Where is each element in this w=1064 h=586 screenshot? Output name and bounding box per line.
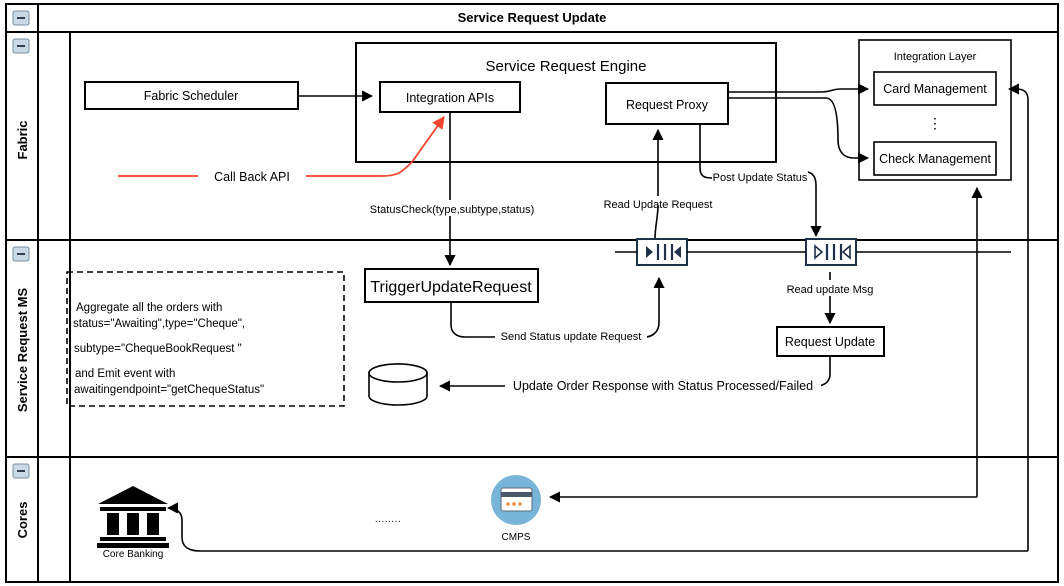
note-line-1: Aggregate all the orders with xyxy=(76,302,222,314)
edge-post-update-status-seg1 xyxy=(699,124,713,179)
edge-cmps-return-to-card-management xyxy=(1007,83,1029,551)
lane-collapse-button-fabric[interactable] xyxy=(12,38,30,54)
lane-collapse-button-cores[interactable] xyxy=(12,463,30,479)
edge-label-update-order-response: Update Order Response with Status Proces… xyxy=(513,379,813,393)
statuscheck-label-bg xyxy=(364,200,540,216)
note-line-5: awaitingendpoint="getChequeStatus" xyxy=(74,384,264,396)
database-cylinder-icon[interactable] xyxy=(368,363,428,406)
integration-layer-title: Integration Layer xyxy=(894,51,977,63)
fabric-scheduler-box[interactable] xyxy=(84,81,299,110)
header-collapse-button[interactable] xyxy=(12,10,30,26)
message-queue-icon-right[interactable] xyxy=(805,238,857,266)
lane-label-cores: Cores xyxy=(15,502,30,539)
edge-label-call-back-api-text: Call Back API xyxy=(214,170,290,184)
cmps-label: CMPS xyxy=(502,532,531,543)
request-update-box[interactable] xyxy=(776,326,885,357)
card-management-label: Card Management xyxy=(883,82,987,96)
cores-ellipsis-icon: ........ xyxy=(375,514,401,525)
request-proxy-box[interactable] xyxy=(605,82,729,125)
check-management-box[interactable] xyxy=(873,141,997,176)
lane-collapse-button-service-request-ms[interactable] xyxy=(12,246,30,262)
aggregate-note-box xyxy=(66,271,345,407)
update-order-label-bg xyxy=(505,376,821,393)
note-line-2: status="Awaiting",type="Cheque", xyxy=(73,318,245,330)
lane-dividers xyxy=(6,32,1058,582)
trigger-update-request-box[interactable] xyxy=(364,268,539,303)
edge-label-read-update-msg: Read update Msg xyxy=(787,284,874,296)
integration-apis-box[interactable] xyxy=(379,81,521,113)
integration-layer-ellipsis-icon: ⋮ xyxy=(928,115,942,131)
service-request-engine-title: Service Request Engine xyxy=(486,58,647,75)
read-update-msg-bg xyxy=(778,280,884,296)
edge-label-status-check: StatusCheck(type,subtype,status) xyxy=(370,204,534,216)
callback-label-bg xyxy=(198,168,306,184)
edge-label-post-update-status: Post Update Status xyxy=(713,172,808,184)
edge-read-update-request-tail xyxy=(654,204,659,241)
edge-label-send-status-update-request: Send Status update Request xyxy=(501,331,642,343)
trigger-update-request-label: TriggerUpdateRequest xyxy=(370,279,532,296)
bank-icon[interactable] xyxy=(97,486,169,548)
edge-to-core-banking xyxy=(166,502,1028,552)
note-line-3: subtype="ChequeBookRequest " xyxy=(74,343,242,355)
card-management-box[interactable] xyxy=(873,71,997,106)
request-proxy-label: Request Proxy xyxy=(626,98,709,112)
lane-label-service-request-ms: Service Request MS xyxy=(15,288,30,413)
send-status-label-bg xyxy=(495,327,647,343)
fabric-scheduler-label: Fabric Scheduler xyxy=(144,89,239,103)
note-line-4: and Emit event with xyxy=(75,368,175,380)
page-title: Service Request Update xyxy=(458,10,607,25)
edge-post-update-status-seg2 xyxy=(807,171,822,238)
edge-proxy-to-check-management xyxy=(728,97,870,164)
core-banking-label: Core Banking xyxy=(103,549,164,560)
edge-call-back-api xyxy=(118,115,445,177)
credit-card-circle-icon[interactable] xyxy=(491,475,541,525)
message-queue-icon-left[interactable] xyxy=(636,238,688,266)
integration-apis-label: Integration APIs xyxy=(406,91,494,105)
edge-proxy-to-card-management xyxy=(728,83,870,95)
lane-label-fabric: Fabric xyxy=(15,120,30,159)
request-update-label: Request Update xyxy=(785,335,875,349)
check-management-label: Check Management xyxy=(879,152,991,166)
